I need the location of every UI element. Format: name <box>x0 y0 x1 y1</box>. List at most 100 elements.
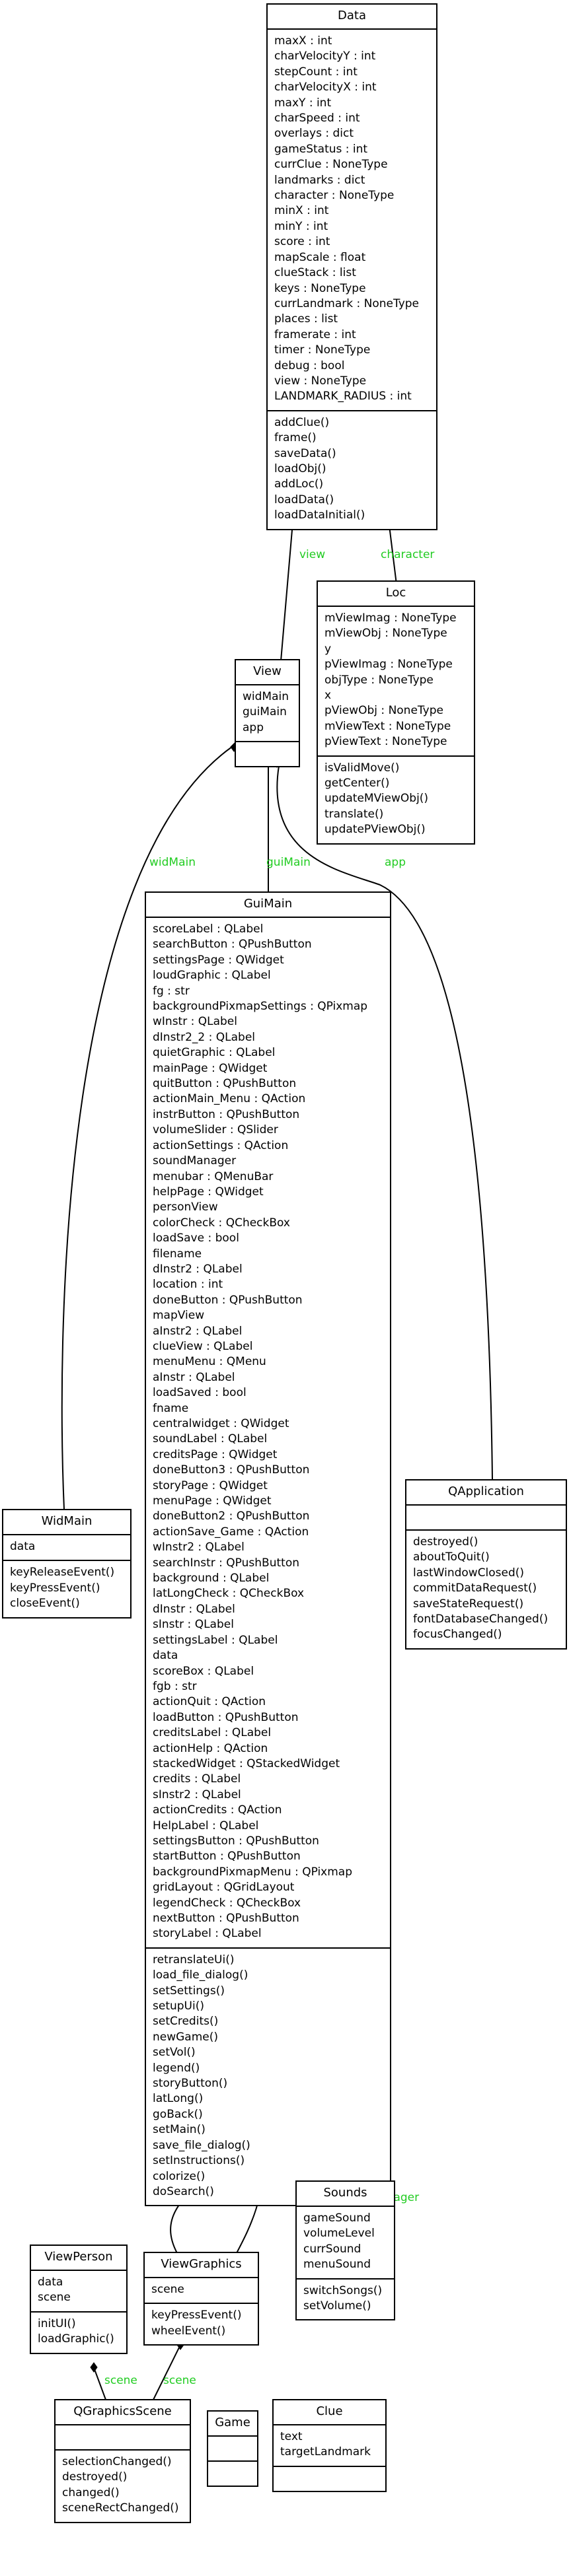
attribute: centralwidget : QWidget <box>153 1417 289 1430</box>
attribute: filename <box>153 1247 202 1261</box>
method: loadDataInitial() <box>274 508 365 522</box>
attribute: mainPage : QWidget <box>153 1061 268 1075</box>
attribute: nextButton : QPushButton <box>153 1912 299 1925</box>
method: colorize() <box>153 2169 206 2183</box>
attribute: mViewText : NoneType <box>324 719 451 733</box>
attribute: menubar : QMenuBar <box>153 1169 274 1183</box>
method: lastWindowClosed() <box>413 1566 525 1580</box>
class-title: WidMain <box>41 1514 93 1528</box>
method: isValidMove() <box>324 761 400 775</box>
attribute: data <box>10 1540 36 1553</box>
method: keyPressEvent() <box>151 2309 242 2322</box>
attribute: backgroundPixmapMenu : QPixmap <box>153 1865 352 1879</box>
attribute: objType : NoneType <box>324 673 434 687</box>
attribute: currLandmark : NoneType <box>274 296 419 310</box>
attribute: quitButton : QPushButton <box>153 1077 297 1091</box>
attribute: actionSave_Game : QAction <box>153 1525 309 1539</box>
attribute: pViewImag : NoneType <box>324 658 453 672</box>
method: load_file_dialog() <box>153 1968 248 1982</box>
method: loadData() <box>274 493 334 506</box>
method: updateMViewObj() <box>324 792 429 806</box>
method: newGame() <box>153 2030 219 2044</box>
methods-section: keyPressEvent()wheelEvent() <box>145 2303 258 2344</box>
attribute: HelpLabel : QLabel <box>153 1819 259 1832</box>
attribute: places : list <box>274 312 338 326</box>
attribute: pViewText : NoneType <box>324 735 447 749</box>
attribute: credits : QLabel <box>153 1772 241 1786</box>
attribute: timer : NoneType <box>274 343 371 357</box>
attribute: stepCount : int <box>274 65 358 79</box>
attribute: y <box>324 642 332 656</box>
method: legend() <box>153 2061 200 2075</box>
attribute: storyPage : QWidget <box>153 1479 268 1492</box>
attribute: fg : str <box>153 984 190 998</box>
attribute: LANDMARK_RADIUS : int <box>274 390 412 403</box>
attribute: framerate : int <box>274 328 356 341</box>
method: goBack() <box>153 2107 203 2121</box>
attribute: view : NoneType <box>274 374 367 388</box>
method: saveData() <box>274 446 336 460</box>
class-title: Data <box>338 9 366 22</box>
edge-qapp-view <box>276 765 493 1480</box>
method: storyButton() <box>153 2077 228 2091</box>
attribute: clueView : QLabel <box>153 1339 253 1353</box>
attribute: background : QLabel <box>153 1572 270 1585</box>
attribute: keys : NoneType <box>274 281 366 295</box>
attribute: searchInstr : QPushButton <box>153 1556 299 1570</box>
attribute: actionSettings : QAction <box>153 1138 289 1152</box>
method: getCenter() <box>324 777 390 790</box>
attribute: minX : int <box>274 204 329 218</box>
attribute: sInstr : QLabel <box>153 1618 234 1632</box>
class-qgraphicsscene: QGraphicsScene selectionChanged()destroy… <box>54 2399 191 2523</box>
edge-label-view: view <box>299 548 326 561</box>
method: addLoc() <box>274 477 324 491</box>
edge-label-scene-viewgraphics: scene <box>163 2374 196 2387</box>
method: aboutToQuit() <box>413 1550 490 1564</box>
edge-label-scene-viewperson: scene <box>104 2374 137 2387</box>
method: setVol() <box>153 2046 196 2060</box>
attribute: scene <box>151 2283 184 2296</box>
method: closeEvent() <box>10 1597 80 1611</box>
class-title: Sounds <box>323 2186 367 2200</box>
attribute: charVelocityY : int <box>274 50 376 63</box>
edge-label-guimain: guiMain <box>266 856 311 869</box>
attribute: loudGraphic : QLabel <box>153 969 271 983</box>
methods-section <box>236 741 299 766</box>
method: retranslateUi() <box>153 1953 235 1967</box>
attributes-section <box>56 2424 190 2449</box>
methods-section: initUI()loadGraphic() <box>31 2311 126 2353</box>
attribute: x <box>324 689 332 703</box>
attribute: currClue : NoneType <box>274 158 388 172</box>
attribute: latLongCheck : QCheckBox <box>153 1587 305 1601</box>
class-game: Game <box>207 2410 258 2487</box>
edge-label-character: character <box>381 548 435 561</box>
attribute: sInstr2 : QLabel <box>153 1788 241 1801</box>
class-title: GuiMain <box>243 897 293 911</box>
class-title: QApplication <box>448 1484 524 1498</box>
attribute: targetLandmark <box>280 2445 371 2459</box>
methods-section: addClue()frame()saveData()loadObj()addLo… <box>268 409 436 529</box>
attribute: settingsButton : QPushButton <box>153 1834 319 1848</box>
methods-section: switchSongs()setVolume() <box>297 2278 394 2320</box>
method: setSettings() <box>153 1984 225 1998</box>
method: selectionChanged() <box>62 2455 172 2468</box>
attribute: pViewObj : NoneType <box>324 704 443 718</box>
attribute: actionHelp : QAction <box>153 1741 268 1755</box>
method: initUI() <box>38 2316 76 2330</box>
method: setVolume() <box>303 2299 371 2313</box>
attribute: doneButton : QPushButton <box>153 1293 303 1307</box>
attribute: menuSound <box>303 2258 371 2272</box>
attribute: doneButton3 : QPushButton <box>153 1463 310 1477</box>
class-title: Clue <box>316 2404 343 2418</box>
edge-label-widmain: widMain <box>149 856 196 869</box>
diamond-scene-viewperson <box>90 2362 98 2373</box>
attribute: doneButton2 : QPushButton <box>153 1510 310 1523</box>
attribute: fname <box>153 1401 189 1415</box>
